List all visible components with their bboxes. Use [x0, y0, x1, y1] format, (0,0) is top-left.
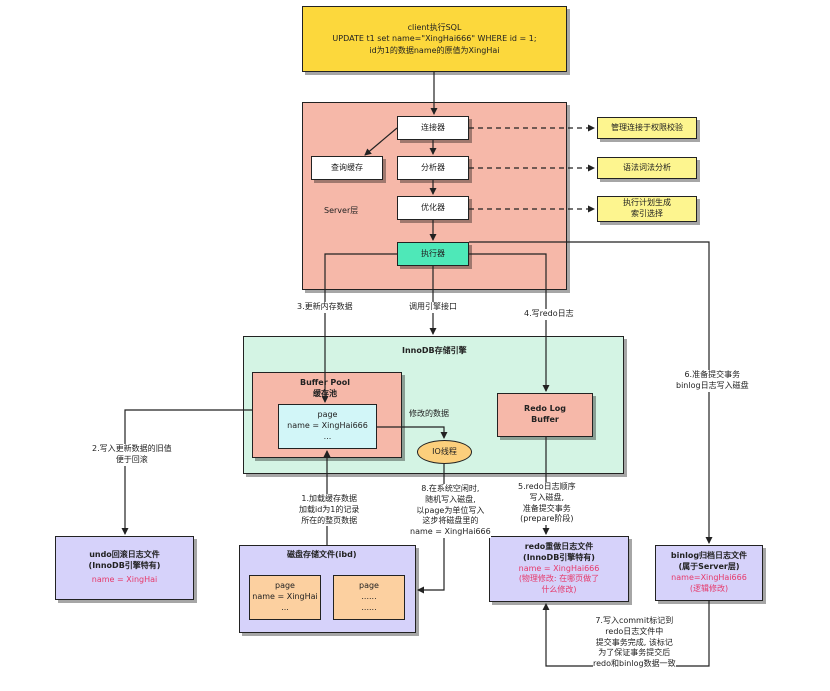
note-optimizer: 执行计划生成 索引选择: [597, 196, 697, 222]
innodb-title: InnoDB存储引擎: [402, 346, 467, 355]
redo-log-file: redo重做日志文件 (InnoDB引擎特有) name = XingHai66…: [489, 536, 629, 602]
optimizer: 优化器: [397, 196, 469, 220]
undo-file-line2: (InnoDB引擎特有): [88, 560, 161, 570]
client-original-value: id为1的数据name的原值为XingHai: [369, 45, 500, 55]
step-prepare-line2: binlog日志写入磁盘: [676, 380, 749, 390]
step-commit-line3: 提交事务完成, 该标记: [595, 637, 673, 647]
undo-file-value: name = XingHai: [91, 575, 158, 585]
analyzer: 分析器: [397, 156, 469, 180]
note-connector: 管理连接于权限校验: [597, 117, 697, 139]
buffer-page-label: page: [317, 410, 338, 420]
step-modified-data: 修改的数据: [409, 409, 449, 418]
disk-storage-title: 磁盘存储文件(ibd): [287, 550, 357, 559]
redo-file-line1: redo重做日志文件: [524, 542, 594, 551]
step-commit-line5: redo和binlog数据一致: [593, 659, 676, 669]
executor: 执行器: [397, 242, 469, 266]
disk-page-1: page name = XingHai ...: [249, 575, 321, 620]
step-write-commit: 7.写入commit标记到 redo日志文件中 提交事务完成, 该标记 为了保证…: [593, 616, 676, 670]
step-io-line2: 随机写入磁盘,: [425, 494, 476, 504]
redo-log-buffer: Redo Log Buffer: [497, 393, 593, 437]
disk-page1-label: page: [275, 581, 295, 591]
step-commit-line4: 为了保证事务提交后: [598, 648, 671, 658]
step-io-line3: 以page为单位写入: [416, 505, 485, 515]
server-layer-title: Server层: [324, 206, 359, 215]
query-cache: 查询缓存: [311, 156, 383, 180]
undo-log-file: undo回滚日志文件 (InnoDB引擎特有) name = XingHai: [55, 536, 194, 600]
buffer-page: page name = XingHai666 ...: [278, 404, 377, 449]
step-redo-line3: 准备提交事务: [522, 503, 571, 513]
buffer-page-more: ...: [323, 431, 332, 441]
note-analyzer: 语法词法分析: [597, 157, 697, 179]
binlog-file: binlog归档日志文件 (属于Server层) name=XingHai666…: [655, 545, 763, 601]
step-write-redo: 4.写redo日志: [524, 309, 574, 320]
step-load-line3: 所在的整页数据: [301, 515, 358, 525]
disk-page-2: page ...... ......: [333, 575, 405, 620]
step-write-undo: 2.写入更新数据的旧值 便于回滚: [92, 444, 172, 466]
step-redo-line2: 写入磁盘,: [529, 492, 565, 502]
step-prepare-commit: 6.准备提交事务 binlog日志写入磁盘: [676, 370, 749, 392]
binlog-file-note: (逻辑修改): [689, 583, 729, 593]
redo-buffer-line1: Redo Log: [524, 404, 566, 414]
step-io-line5: name = XingHai666: [410, 527, 491, 537]
redo-buffer-line2: Buffer: [531, 415, 559, 424]
step-redo-line4: (prepare阶段): [520, 514, 574, 524]
binlog-file-line2: (属于Server层): [678, 562, 740, 572]
binlog-file-value: name=XingHai666: [671, 573, 747, 582]
undo-file-line1: undo回滚日志文件: [89, 549, 160, 559]
redo-file-line2: (InnoDB引擎特有): [523, 552, 595, 562]
step-call-engine: 调用引擎接口: [409, 302, 457, 313]
step-redo-line1: 5.redo日志顺序: [518, 482, 576, 491]
connector: 连接器: [397, 116, 469, 140]
step-undo-line2: 便于回滚: [115, 454, 148, 464]
client-box: client执行SQL UPDATE t1 set name="XingHai6…: [302, 6, 567, 72]
step-prepare-line1: 6.准备提交事务: [684, 370, 741, 379]
disk-page2-line3: ......: [361, 602, 377, 612]
disk-page2-label: page: [359, 581, 379, 591]
disk-page1-value: name = XingHai: [252, 592, 318, 602]
step-undo-line1: 2.写入更新数据的旧值: [92, 444, 172, 453]
client-title: client执行SQL: [407, 22, 462, 32]
disk-page2-line2: ......: [361, 592, 377, 602]
client-sql: UPDATE t1 set name="XingHai666" WHERE id…: [332, 34, 537, 44]
step-commit-line2: redo日志文件中: [605, 626, 664, 636]
redo-file-note2: 什么修改): [541, 585, 577, 595]
redo-file-note1: (物理修改: 在哪页做了: [518, 574, 600, 584]
disk-page1-more: ...: [281, 602, 289, 612]
step-io-line4: 这步将磁盘里的: [422, 516, 479, 526]
step-load-line2: 加载id为1的记录: [299, 504, 360, 514]
step-commit-line1: 7.写入commit标记到: [595, 616, 674, 625]
note-optimizer-line1: 执行计划生成: [623, 198, 671, 208]
step-load-line1: 1.加载缓存数据: [301, 494, 358, 503]
step-redo-write: 5.redo日志顺序 写入磁盘, 准备提交事务 (prepare阶段): [518, 482, 576, 526]
step-load-cache: 1.加载缓存数据 加载id为1的记录 所在的整页数据: [299, 494, 360, 527]
binlog-file-line1: binlog归档日志文件: [670, 551, 748, 561]
note-optimizer-line2: 索引选择: [631, 209, 663, 218]
io-thread: IO线程: [417, 440, 472, 464]
redo-file-value: name = XingHai666: [518, 563, 600, 573]
buffer-page-value: name = XingHai666: [287, 421, 368, 431]
step-io-line1: 8.在系统空闲时,: [421, 484, 480, 493]
step-io-flush: 8.在系统空闲时, 随机写入磁盘, 以page为单位写入 这步将磁盘里的 nam…: [410, 484, 491, 538]
step-update-memory: 3.更新内存数据: [297, 302, 353, 313]
